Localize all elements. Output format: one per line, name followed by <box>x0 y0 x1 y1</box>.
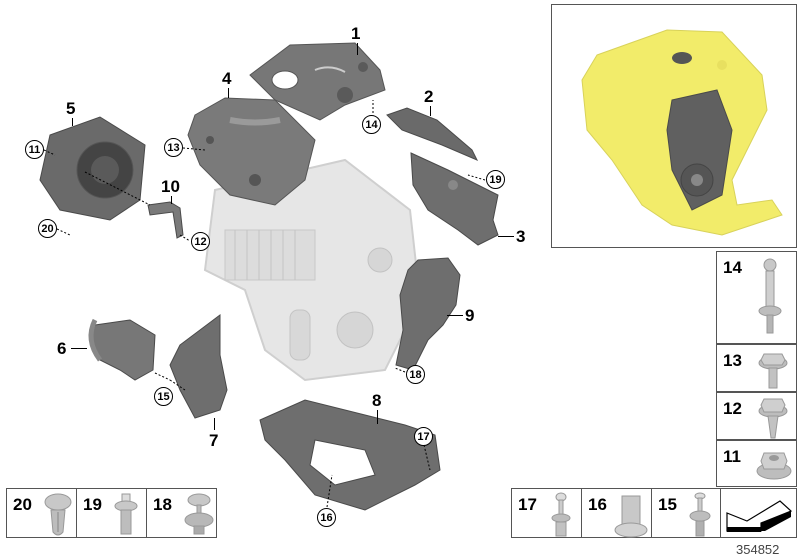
part-number-15: 15 <box>658 495 677 514</box>
part-number-19: 19 <box>83 495 102 514</box>
callout-4: 4 <box>222 69 232 88</box>
part-cell-20[interactable]: 20 <box>6 488 77 538</box>
part-cell-15[interactable]: 15 <box>651 488 721 538</box>
part-number-20: 20 <box>13 495 32 514</box>
callout-9: 9 <box>465 306 475 325</box>
ref-circle-11: 11 <box>25 140 44 159</box>
part-cell-11[interactable]: 11 <box>716 440 797 487</box>
ref-circle-14: 14 <box>362 115 381 134</box>
leader-9 <box>447 315 463 316</box>
leader-7 <box>214 418 215 430</box>
part-cell-16[interactable]: 16 <box>581 488 652 538</box>
callout-2: 2 <box>424 87 434 106</box>
ref-circle-16: 16 <box>317 508 336 527</box>
engine-highlight-illustration <box>581 29 783 236</box>
part-cell-14[interactable]: 14 <box>716 251 797 344</box>
ref-circle-20: 20 <box>38 219 57 238</box>
leader-1 <box>357 43 358 55</box>
leader-4 <box>228 88 229 98</box>
leader-10 <box>171 196 172 204</box>
part-3-exhaust-shield[interactable] <box>408 150 503 250</box>
part-number-12: 12 <box>723 399 742 418</box>
callout-1: 1 <box>351 24 361 43</box>
part-2-heat-shield[interactable] <box>382 105 482 165</box>
part-1-top-cover[interactable] <box>245 40 395 125</box>
part-number-14: 14 <box>723 258 742 277</box>
part-6-shield[interactable] <box>85 315 160 385</box>
hex-bolt-icon <box>758 353 788 389</box>
reference-thumbnail-panel <box>551 4 797 248</box>
document-number: 354852 <box>736 542 780 557</box>
part-cell-12[interactable]: 12 <box>716 392 797 440</box>
ref-circle-19: 19 <box>486 170 505 189</box>
ref-circle-15: 15 <box>154 387 173 406</box>
ref-circle-12: 12 <box>191 232 210 251</box>
flanged-nut-icon <box>756 452 792 480</box>
expanding-rivet-icon <box>551 492 571 537</box>
clip-nut-icon <box>614 495 648 538</box>
callout-5: 5 <box>66 99 76 118</box>
push-clip-washer-icon <box>184 493 214 535</box>
part-cell-19[interactable]: 19 <box>76 488 147 538</box>
part-number-18: 18 <box>153 495 172 514</box>
ref-circle-17: 17 <box>414 427 433 446</box>
part-number-17: 17 <box>518 495 537 514</box>
part-cell-13[interactable]: 13 <box>716 344 797 392</box>
part-number-13: 13 <box>723 351 742 370</box>
part-cell-17[interactable]: 17 <box>511 488 582 538</box>
part-number-16: 16 <box>588 495 607 514</box>
ref-circle-18: 18 <box>406 365 425 384</box>
flanged-hex-bolt-icon <box>758 398 788 439</box>
leader-5 <box>72 118 73 126</box>
callout-10: 10 <box>161 177 180 196</box>
leader-2 <box>430 106 431 116</box>
callout-7: 7 <box>209 431 219 450</box>
push-clip-icon <box>44 493 72 536</box>
part-8-underbody-shield[interactable] <box>255 390 445 520</box>
engine-ghost-illustration <box>203 158 422 382</box>
part-cell-18[interactable]: 18 <box>146 488 217 538</box>
callout-6: 6 <box>57 339 67 358</box>
part-7-shield[interactable] <box>165 310 230 420</box>
callout-3: 3 <box>516 227 526 246</box>
part-5-cover[interactable] <box>35 115 146 225</box>
ref-circle-13: 13 <box>164 138 183 157</box>
leader-8 <box>377 410 378 424</box>
expanding-rivet-icon <box>689 492 711 537</box>
direction-arrow-cell <box>720 488 797 538</box>
part-9-shield[interactable] <box>388 255 463 375</box>
callout-8: 8 <box>372 391 382 410</box>
bolt-with-washer-icon <box>114 493 138 535</box>
part-number-11: 11 <box>723 447 741 466</box>
leader-6 <box>71 348 87 349</box>
ball-stud-icon <box>758 258 782 334</box>
leader-3 <box>498 236 514 237</box>
direction-arrow-icon <box>726 500 793 532</box>
part-4-front-cover[interactable] <box>185 95 320 210</box>
